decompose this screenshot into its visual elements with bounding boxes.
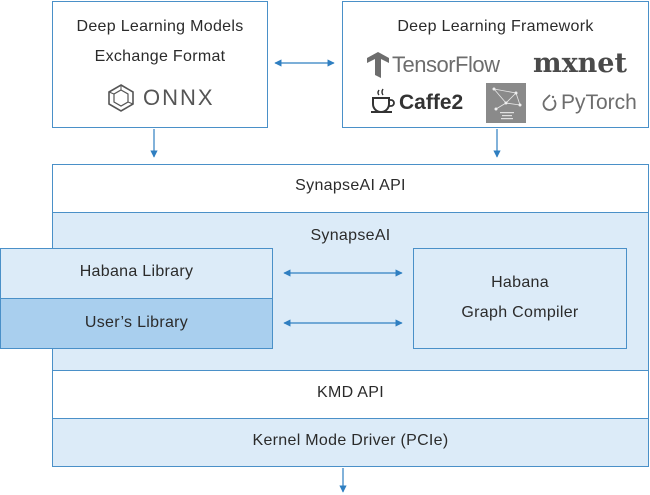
synapse-api-label: SynapseAI API <box>295 177 406 194</box>
onnx-box-title-line2: Exchange Format <box>94 48 226 65</box>
habana-library-label: Habana Library <box>79 263 194 280</box>
neural-network-image <box>486 83 526 123</box>
users-library-label: User’s Library <box>84 314 189 331</box>
graph-compiler-label-line1: Habana <box>491 274 549 291</box>
onnx-box <box>52 1 268 128</box>
kernel-driver-layer <box>52 418 649 467</box>
pytorch-logo-icon <box>542 94 557 111</box>
kmd-api-layer <box>52 370 649 419</box>
caffe2-logo-label: Caffe2 <box>399 91 464 114</box>
onnx-box-title-line1: Deep Learning Models <box>76 18 244 35</box>
onnx-logo-icon <box>108 84 134 112</box>
graph-compiler-box <box>413 248 627 349</box>
graph-compiler-label-line2: Graph Compiler <box>461 304 579 321</box>
framework-box-title: Deep Learning Framework <box>397 18 594 35</box>
tensorflow-logo-label: TensorFlow <box>392 52 500 77</box>
users-library-box <box>0 298 273 349</box>
mxnet-logo-label: mxnet <box>533 48 627 79</box>
onnx-logo-label: ONNX <box>143 85 215 110</box>
kmd-api-label: KMD API <box>316 384 384 401</box>
habana-library-box <box>0 248 273 299</box>
synapse-ai-label: SynapseAI <box>310 227 391 244</box>
kernel-driver-label: Kernel Mode Driver (PCIe) <box>252 432 449 449</box>
pytorch-logo-label: PyTorch <box>561 91 637 114</box>
synapse-api-layer <box>52 164 649 213</box>
caffe2-cup-icon <box>371 88 395 113</box>
tensorflow-logo-icon <box>367 52 389 78</box>
